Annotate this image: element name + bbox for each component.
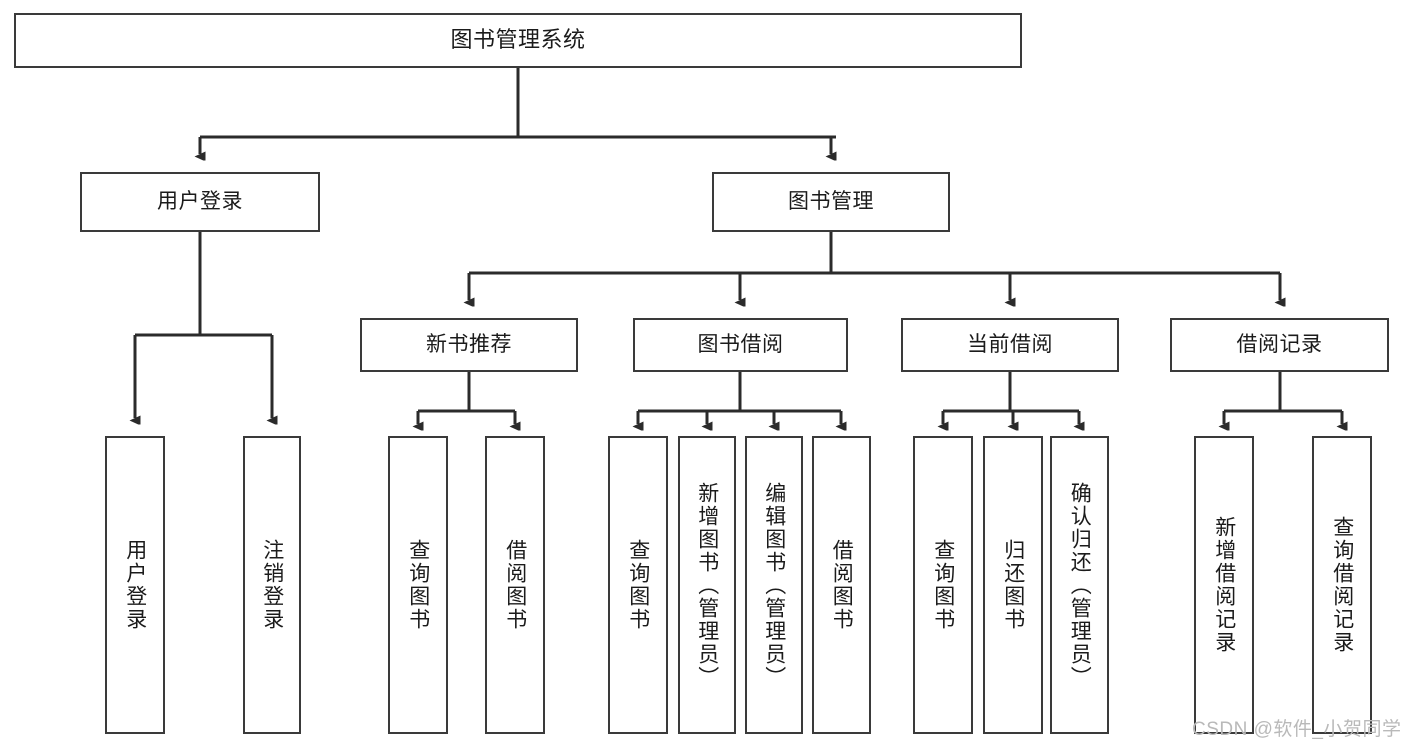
node-leaf-query-borrow-record-label: 查询借阅记录 xyxy=(1330,516,1354,654)
node-root-label: 图书管理系统 xyxy=(450,27,586,53)
node-leaf-borrow-book-new-label: 借阅图书 xyxy=(503,539,527,631)
node-leaf-add-borrow-record[interactable]: 新增借阅记录 xyxy=(1194,436,1254,734)
node-user-login[interactable]: 用户登录 xyxy=(80,172,320,232)
node-leaf-query-book-borrow-label: 查询图书 xyxy=(626,539,650,631)
node-book-management-label: 图书管理 xyxy=(788,190,874,214)
node-leaf-query-book-current-label: 查询图书 xyxy=(931,539,955,631)
node-leaf-edit-book-label: 编辑图书（管理员） xyxy=(762,481,786,689)
node-leaf-query-book-current[interactable]: 查询图书 xyxy=(913,436,973,734)
node-leaf-query-borrow-record[interactable]: 查询借阅记录 xyxy=(1312,436,1372,734)
node-leaf-add-book-label: 新增图书（管理员） xyxy=(695,481,719,689)
node-leaf-return-book[interactable]: 归还图书 xyxy=(983,436,1043,734)
node-new-book-recommend-label: 新书推荐 xyxy=(426,333,512,357)
node-leaf-confirm-return[interactable]: 确认归还（管理员） xyxy=(1050,436,1109,734)
node-root[interactable]: 图书管理系统 xyxy=(14,13,1022,68)
node-leaf-add-borrow-record-label: 新增借阅记录 xyxy=(1212,516,1236,654)
node-leaf-borrow-book-new[interactable]: 借阅图书 xyxy=(485,436,545,734)
node-current-borrow-label: 当前借阅 xyxy=(967,333,1053,357)
node-leaf-query-book-new[interactable]: 查询图书 xyxy=(388,436,448,734)
node-leaf-logout-label: 注销登录 xyxy=(260,539,284,631)
node-borrow-record[interactable]: 借阅记录 xyxy=(1170,318,1389,372)
node-leaf-user-login-label: 用户登录 xyxy=(123,539,147,631)
node-borrow-record-label: 借阅记录 xyxy=(1236,333,1323,357)
node-new-book-recommend[interactable]: 新书推荐 xyxy=(360,318,578,372)
node-leaf-query-book-new-label: 查询图书 xyxy=(406,539,430,631)
node-leaf-edit-book[interactable]: 编辑图书（管理员） xyxy=(745,436,803,734)
node-leaf-borrow-book-label: 借阅图书 xyxy=(830,539,854,631)
node-leaf-confirm-return-label: 确认归还（管理员） xyxy=(1068,481,1092,689)
node-leaf-add-book[interactable]: 新增图书（管理员） xyxy=(678,436,736,734)
node-user-login-label: 用户登录 xyxy=(157,190,243,214)
node-leaf-query-book-borrow[interactable]: 查询图书 xyxy=(608,436,668,734)
node-leaf-borrow-book[interactable]: 借阅图书 xyxy=(812,436,871,734)
node-book-borrow-label: 图书借阅 xyxy=(697,333,784,357)
node-leaf-logout[interactable]: 注销登录 xyxy=(243,436,301,734)
node-current-borrow[interactable]: 当前借阅 xyxy=(901,318,1119,372)
node-leaf-return-book-label: 归还图书 xyxy=(1001,539,1025,631)
csdn-watermark: CSDN @软件_小贺同学 xyxy=(1192,714,1401,741)
csdn-watermark-text: CSDN @软件_小贺同学 xyxy=(1192,719,1402,740)
node-leaf-user-login[interactable]: 用户登录 xyxy=(105,436,165,734)
node-book-management[interactable]: 图书管理 xyxy=(712,172,950,232)
node-book-borrow[interactable]: 图书借阅 xyxy=(633,318,848,372)
